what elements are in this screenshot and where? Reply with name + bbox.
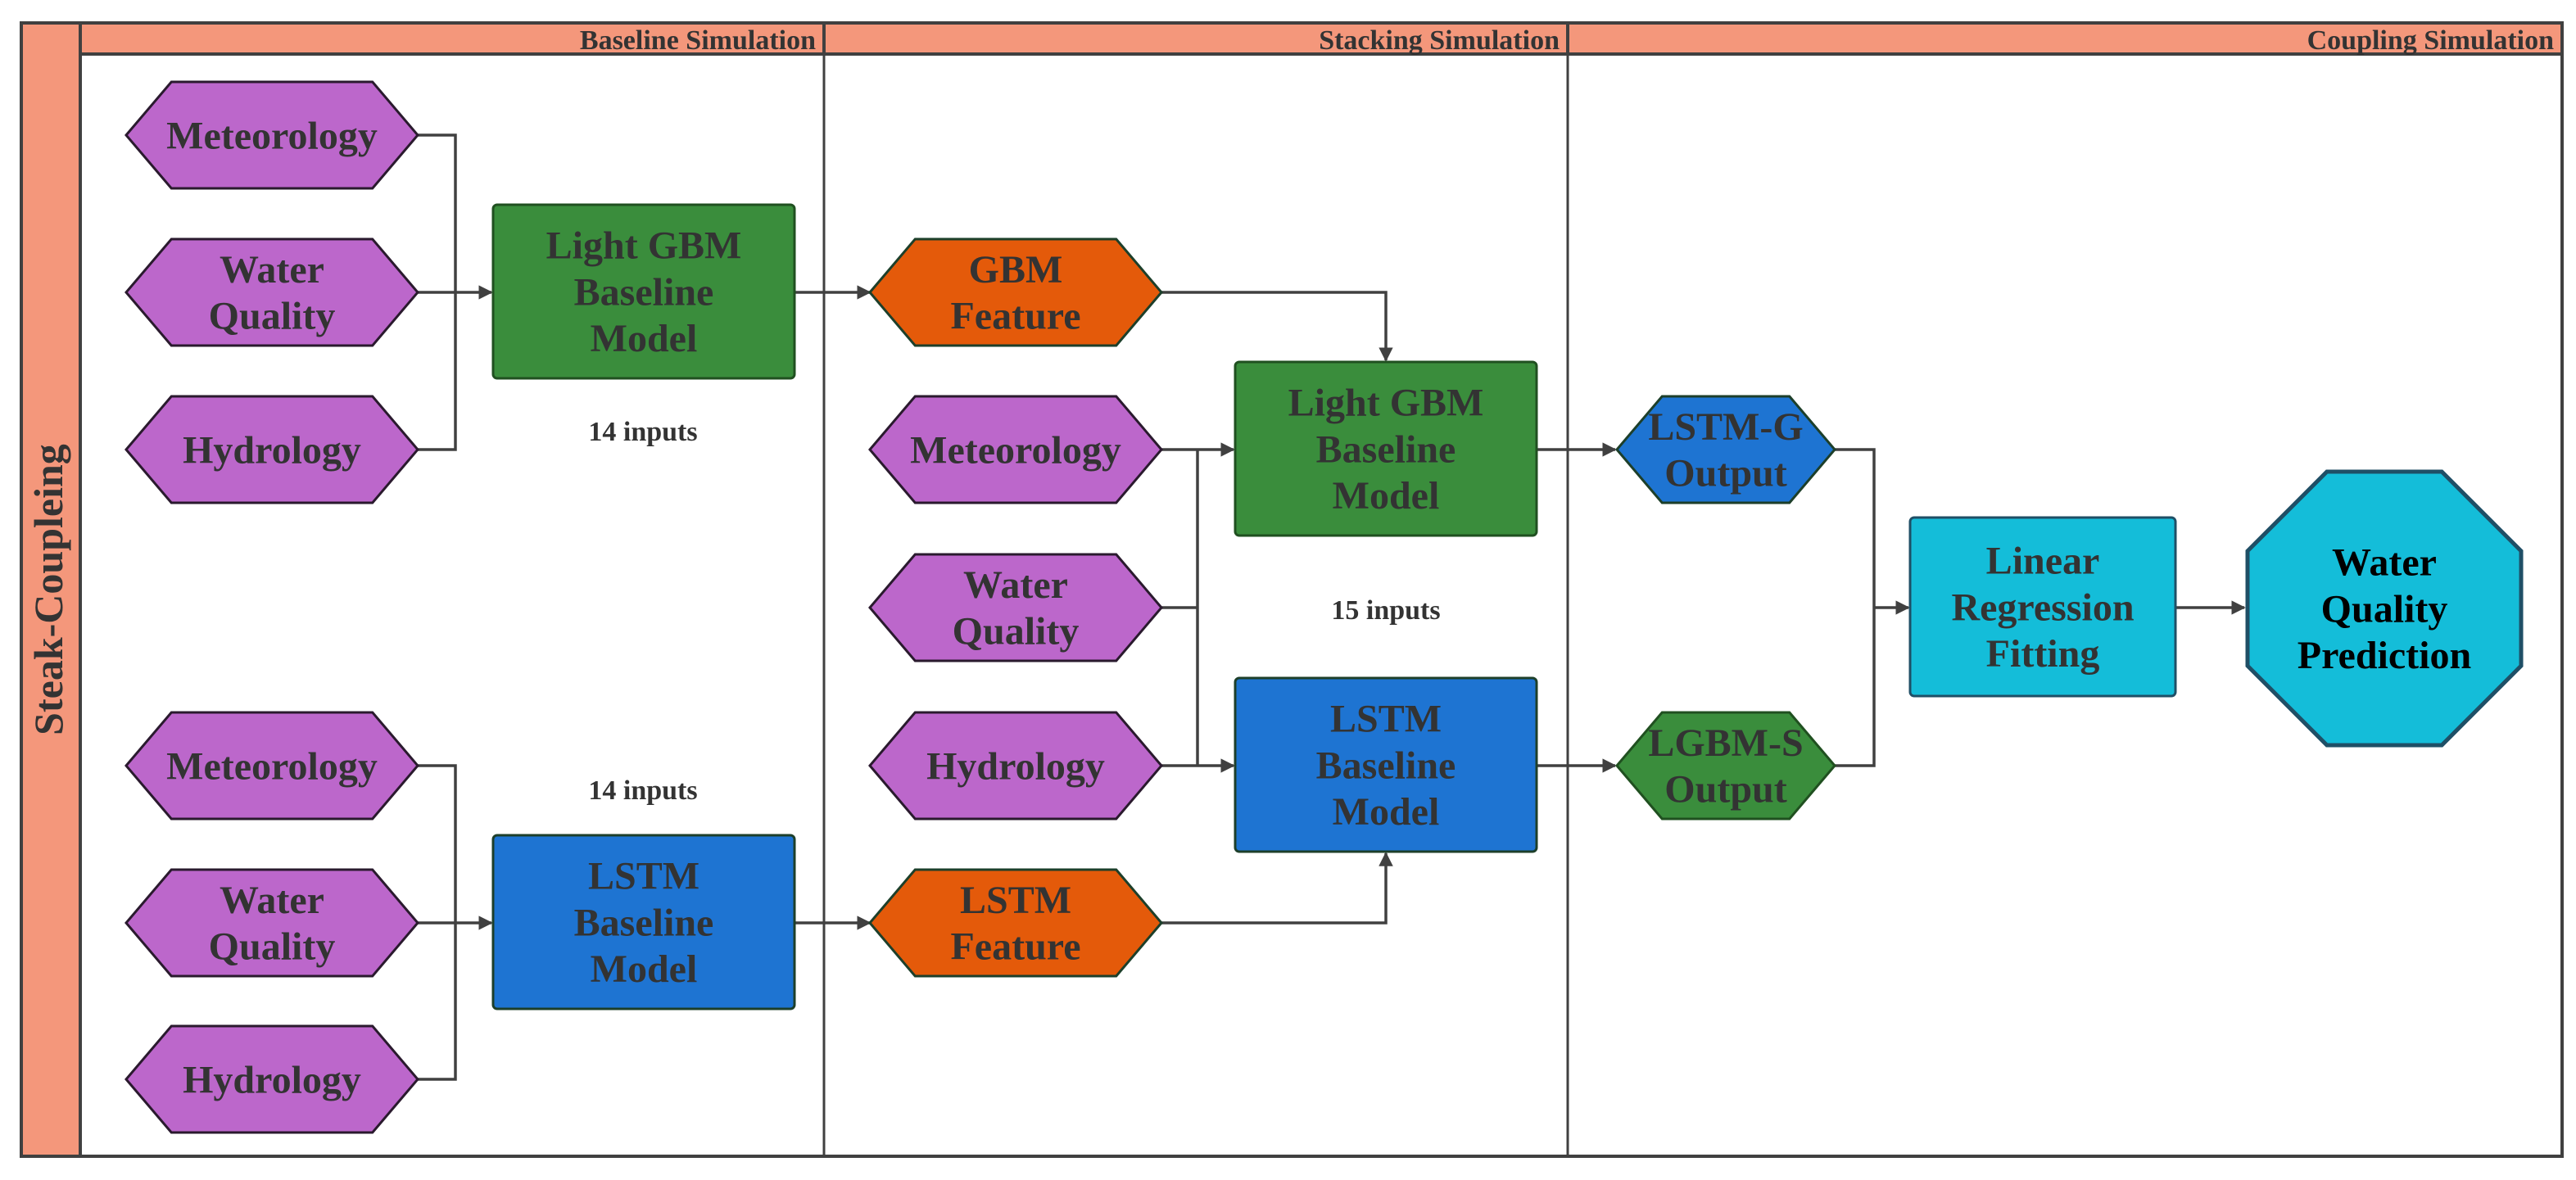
box-lstm-baseline-label-line: LSTM xyxy=(588,855,699,898)
hex-gbm-feature-label-line: GBM xyxy=(969,248,1063,292)
hex-lstm-feature-label-line: LSTM xyxy=(960,879,1071,922)
box-lstm-stacking-label-line: Baseline xyxy=(1316,744,1456,787)
hex-lstm-feature-label-line: Feature xyxy=(950,925,1080,969)
box-linear-regression-label-line: Fitting xyxy=(1986,632,2100,676)
box-lightgbm-baseline-shape xyxy=(491,203,796,380)
note-stacking-inputs: 15 inputs xyxy=(1331,595,1440,626)
hex-hydrology-stacking-shape xyxy=(868,711,1163,821)
hex-meteorology-top-label-line: Meteorology xyxy=(166,114,378,157)
box-lstm-stacking-shape xyxy=(1234,676,1538,853)
note-baseline-top-inputs: 14 inputs xyxy=(588,417,697,447)
hex-water-quality-bottom-shape xyxy=(124,868,419,978)
octagon-water-quality-prediction-shape xyxy=(2245,469,2524,748)
side-header-bar xyxy=(20,21,82,1158)
hex-meteorology-stacking: Meteorology xyxy=(868,395,1163,504)
connector-bmet-bot xyxy=(418,764,457,923)
box-linear-regression-label-line: Regression xyxy=(1951,585,2134,629)
box-lightgbm-baseline-label-line: Baseline xyxy=(574,270,714,314)
octagon-water-quality-prediction-label-line: Water xyxy=(2332,541,2437,585)
hex-lstm-g-output-label-line: LSTM-G xyxy=(1648,405,1803,449)
hex-water-quality-stacking-shape xyxy=(868,553,1163,662)
hex-lstm-g-output-shape xyxy=(1615,395,1836,504)
hex-water-quality-stacking-label-line: Quality xyxy=(953,610,1080,653)
box-lightgbm-stacking-shape xyxy=(1234,360,1538,537)
hex-lgbm-s-output-label-line: Output xyxy=(1664,768,1786,812)
lane-title-baseline: Baseline Simulation xyxy=(580,25,816,56)
hex-hydrology-top: Hydrology xyxy=(124,395,419,504)
hex-lgbm-s-output-label-line: LGBM-S xyxy=(1648,721,1803,765)
connector-lstmfeature-slstm xyxy=(1161,852,1393,925)
lane-title-stacking: Stacking Simulation xyxy=(1319,25,1560,56)
hex-meteorology-top: Meteorology xyxy=(124,80,419,190)
connector-gbmfeature-slgbm xyxy=(1161,291,1393,362)
hex-water-quality-bottom-label-line: Quality xyxy=(209,925,336,969)
hex-meteorology-bottom-shape xyxy=(124,711,419,821)
hex-hydrology-top-label-line: Hydrology xyxy=(183,428,361,472)
lane-header-coupling xyxy=(1566,21,2564,56)
hex-meteorology-stacking-shape xyxy=(868,395,1163,504)
hex-water-quality-stacking-label-line: Water xyxy=(963,563,1068,607)
box-linear-regression-label-line: Linear xyxy=(1986,540,2100,583)
connector-bhyd-top xyxy=(418,292,457,451)
hex-water-quality-bottom-label-line: Water xyxy=(220,879,324,922)
box-lightgbm-stacking-label-line: Baseline xyxy=(1316,427,1456,471)
connector-lines xyxy=(418,133,2246,1081)
connector-bmet-top xyxy=(418,133,457,292)
hex-meteorology-bottom: Meteorology xyxy=(124,711,419,821)
hex-lstm-feature-shape xyxy=(868,868,1163,978)
box-lightgbm-stacking-label-line: Light GBM xyxy=(1288,382,1484,425)
box-lightgbm-baseline-label-line: Model xyxy=(591,317,698,360)
hex-hydrology-stacking-label-line: Hydrology xyxy=(926,744,1105,788)
box-lightgbm-baseline-label-line: Light GBM xyxy=(546,224,742,268)
lane-header-baseline xyxy=(79,21,826,56)
box-lstm-stacking-label-line: LSTM xyxy=(1330,698,1442,741)
connector-bhyd-bot xyxy=(418,923,457,1081)
hex-lgbm-s-output-shape xyxy=(1615,711,1836,821)
hex-hydrology-bottom: Hydrology xyxy=(124,1024,419,1134)
side-title: Steak-Coupleing xyxy=(25,444,71,735)
hex-meteorology-bottom-label-line: Meteorology xyxy=(166,744,378,788)
hex-hydrology-bottom-shape xyxy=(124,1024,419,1134)
note-baseline-bottom-inputs: 14 inputs xyxy=(588,775,697,806)
hex-hydrology-top-shape xyxy=(124,395,419,504)
box-lightgbm-stacking-label-line: Model xyxy=(1333,474,1440,518)
hex-gbm-feature-label-line: Feature xyxy=(950,295,1080,338)
octagon-water-quality-prediction-label-line: Prediction xyxy=(2298,634,2471,677)
lane-header-stacking xyxy=(822,21,1569,56)
hex-hydrology-stacking: Hydrology xyxy=(868,711,1163,821)
box-lstm-baseline-label-line: Baseline xyxy=(574,901,714,944)
outer-frame xyxy=(20,21,2564,1158)
octagon-water-quality-prediction-label-line: Quality xyxy=(2321,587,2448,631)
hex-water-quality-top-label-line: Water xyxy=(220,248,324,292)
hex-water-quality-top-label-line: Quality xyxy=(209,295,336,338)
box-lstm-baseline-label-line: Model xyxy=(591,947,698,991)
lane-title-coupling: Coupling Simulation xyxy=(2307,25,2554,56)
box-linear-regression-shape xyxy=(1908,516,2177,698)
box-lstm-stacking-label-line: Model xyxy=(1333,790,1440,834)
hex-meteorology-top-shape xyxy=(124,80,419,190)
hex-gbm-feature-shape xyxy=(868,237,1163,347)
box-lstm-baseline-shape xyxy=(491,834,796,1010)
hex-hydrology-bottom-label-line: Hydrology xyxy=(183,1058,361,1101)
hex-meteorology-stacking-label-line: Meteorology xyxy=(910,428,1121,472)
hex-lstm-g-output-label-line: Output xyxy=(1664,452,1786,495)
hex-water-quality-top-shape xyxy=(124,237,419,347)
